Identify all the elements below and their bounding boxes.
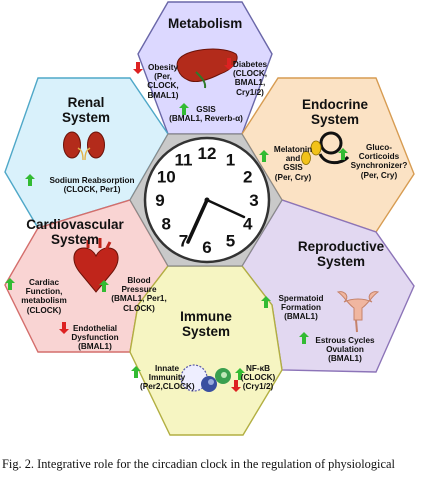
- metabolism-title: Metabolism: [168, 16, 243, 31]
- estrous-up-arrow: [299, 332, 309, 344]
- immune-cells-icon: [180, 364, 231, 392]
- figure-caption: Fig. 2. Integrative role for the circadi…: [2, 457, 395, 471]
- melatonin-up-arrow: [259, 150, 269, 162]
- spermatoid-up-arrow: [261, 296, 271, 308]
- clock-number-1: 1: [226, 150, 235, 169]
- arrow-layer: [5, 58, 348, 392]
- clock-number-5: 5: [226, 232, 235, 251]
- uterus-icon: [336, 291, 380, 333]
- immune-nfkb-label: NF-κB(CLOCK)(Cry1/2): [240, 364, 276, 392]
- gsis-up-arrow: [179, 103, 189, 115]
- gluco-up-arrow: [338, 148, 348, 160]
- clock-center-pin: [204, 197, 210, 203]
- clock-number-8: 8: [162, 215, 171, 234]
- metabolism-gsis-label: GSIS(BMAL1, Reverb-α): [169, 105, 243, 124]
- clock-number-6: 6: [202, 238, 211, 257]
- clock-number-11: 11: [175, 150, 193, 169]
- gland-icon: [301, 131, 350, 165]
- metabolism-obesity-label: Obesity(Per,CLOCK,BMAL1): [147, 63, 179, 100]
- clock-number-9: 9: [155, 191, 164, 210]
- clock-number-12: 12: [198, 144, 217, 163]
- cardiac-up-arrow: [5, 278, 15, 290]
- kidney-icon: [63, 131, 105, 161]
- nfkb-up-arrow: [235, 368, 245, 380]
- renal-reabsorption-label: Sodium Reabsorption(CLOCK, Per1): [49, 176, 135, 195]
- metabolism-diabetes-label: Diabetes(CLOCK,BMAL1,Cry1/2): [232, 60, 268, 97]
- clock-number-2: 2: [243, 168, 252, 187]
- innate-up-arrow: [131, 366, 141, 378]
- clock-minute-hand: [205, 198, 246, 219]
- clock-hour-hand: [186, 198, 209, 244]
- clock-number-3: 3: [249, 191, 258, 210]
- diabetes-down-arrow: [224, 58, 234, 70]
- obesity-down-arrow: [133, 62, 143, 74]
- liver-icon: [176, 48, 238, 89]
- clock-number-10: 10: [157, 168, 176, 187]
- blood-up-arrow: [99, 280, 109, 292]
- nfkb-down-arrow: [231, 380, 241, 392]
- reabsorption-up-arrow: [25, 174, 35, 186]
- clock-number-4: 4: [243, 215, 253, 234]
- heart-icon: [73, 238, 119, 293]
- clock-number-7: 7: [179, 232, 188, 251]
- endothelial-down-arrow: [59, 322, 69, 334]
